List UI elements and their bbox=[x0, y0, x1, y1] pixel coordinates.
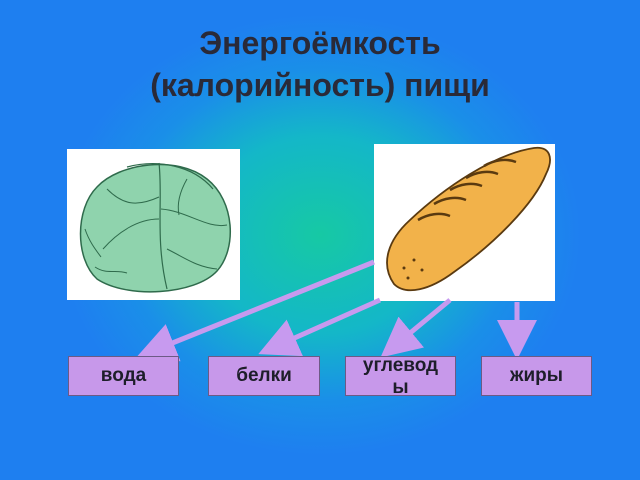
slide-title-line-1: Энергоёмкость bbox=[199, 25, 441, 61]
carbohydrates-label: углеводы bbox=[362, 356, 439, 396]
arrow-to-proteins bbox=[258, 297, 382, 357]
water-box: вода bbox=[68, 356, 179, 396]
bread-loaf-illustration bbox=[386, 146, 551, 292]
carbohydrates-box: углеводы bbox=[345, 356, 456, 396]
arrow-to-carbs bbox=[380, 298, 452, 358]
proteins-label: белки bbox=[236, 365, 292, 386]
proteins-box: белки bbox=[208, 356, 320, 396]
fats-box: жиры bbox=[481, 356, 592, 396]
cabbage-image bbox=[67, 149, 240, 300]
slide-title-line-2: (калорийность) пищи bbox=[150, 67, 490, 103]
slide-title: Энергоёмкость (калорийность) пищи bbox=[0, 22, 640, 106]
bread-image bbox=[374, 144, 555, 301]
water-label: вода bbox=[100, 365, 147, 386]
fats-label: жиры bbox=[510, 365, 563, 386]
cabbage-illustration bbox=[79, 162, 232, 293]
